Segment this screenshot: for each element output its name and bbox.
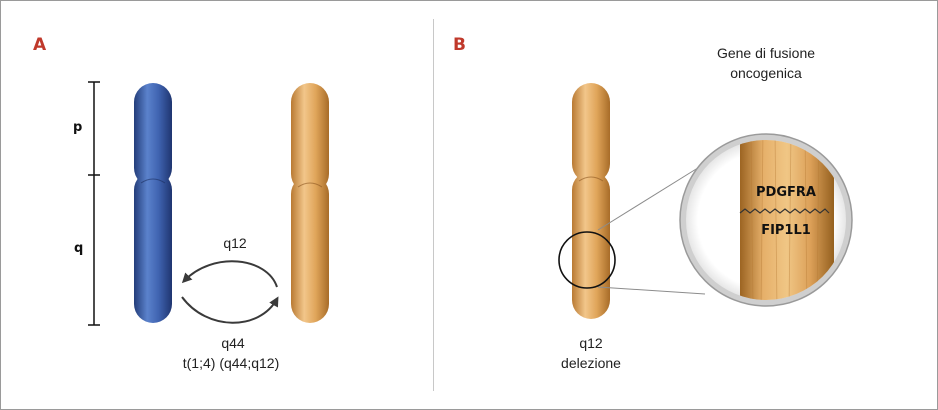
band-q12-label: q12 xyxy=(579,335,603,351)
fusion-title-line2: oncogenica xyxy=(730,65,802,81)
gene-fip1l1-label: FIP1L1 xyxy=(761,223,811,238)
arrow-upper xyxy=(181,260,278,288)
arm-scale-bar xyxy=(88,81,100,326)
chromosome-blue xyxy=(134,83,172,323)
chromosome-orange-a xyxy=(291,83,329,323)
break-q44-label: q44 xyxy=(221,335,245,351)
zoom-lines xyxy=(597,165,706,295)
arm-p-label: p xyxy=(73,120,83,135)
deletion-label: delezione xyxy=(561,355,621,371)
break-q12-label: q12 xyxy=(223,235,247,251)
arm-q-label: q xyxy=(74,241,84,256)
chromosome-orange-b xyxy=(572,83,610,319)
fusion-junction-line xyxy=(739,208,830,214)
deletion-region-circle xyxy=(558,231,616,289)
panel-a-label: A xyxy=(33,35,47,55)
translocation-label: t(1;4) (q44;q12) xyxy=(182,355,280,371)
fusion-title-line1: Gene di fusione xyxy=(716,45,816,61)
gene-pdgfra-label: PDGFRA xyxy=(756,185,816,200)
arrow-lower xyxy=(181,296,279,324)
panel-b-label: B xyxy=(453,35,466,55)
magnifier-lens xyxy=(679,133,853,307)
panel-divider xyxy=(433,19,434,391)
